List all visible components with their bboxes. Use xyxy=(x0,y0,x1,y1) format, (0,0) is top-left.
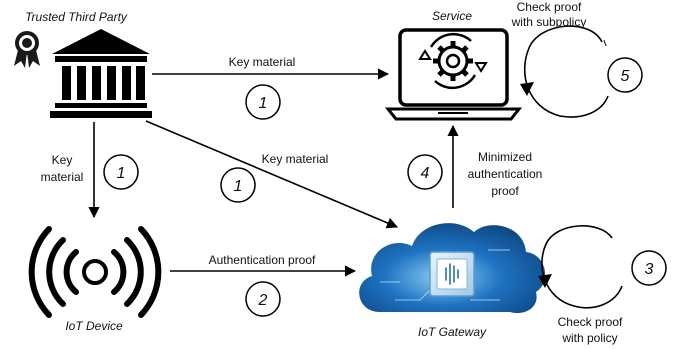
wireless-signal-icon xyxy=(28,226,162,318)
ttp-title: Trusted Third Party xyxy=(25,10,128,24)
step-1b-badge: 1 xyxy=(103,154,139,190)
device-to-gateway-label: Authentication proof xyxy=(209,253,316,267)
ttp-to-device-label-line2: material xyxy=(41,170,84,184)
service-check-label-line2: with subpolicy xyxy=(511,15,587,29)
gateway-to-service-label-line3: proof xyxy=(491,184,519,198)
gateway-check-label-line1: Check proof xyxy=(558,315,623,329)
step-1c-badge: 1 xyxy=(220,167,256,203)
step-3-number: 3 xyxy=(645,261,654,278)
step-4-number: 4 xyxy=(421,165,430,182)
ttp-to-device-label-line1: Key xyxy=(52,153,73,167)
step-1c-number: 1 xyxy=(234,178,243,195)
service-check-loop xyxy=(520,25,609,118)
step-2-badge: 2 xyxy=(245,281,281,317)
step-3-badge: 3 xyxy=(631,250,667,286)
iot-device-title: IoT Device xyxy=(65,319,123,333)
step-5-number: 5 xyxy=(621,68,630,85)
gateway-to-service-label-line1: Minimized xyxy=(478,150,532,164)
bank-building-icon xyxy=(50,29,152,118)
ttp-to-service-label: Key material xyxy=(229,55,296,69)
gateway-to-service-label-line2: authentication xyxy=(468,167,543,181)
iot-gateway-title: IoT Gateway xyxy=(418,325,487,339)
step-2-number: 2 xyxy=(258,292,268,309)
gateway-check-label-line2: with policy xyxy=(561,331,617,345)
arrow-ttp-to-gateway xyxy=(145,120,399,229)
ttp-to-gateway-label: Key material xyxy=(262,152,329,166)
service-title: Service xyxy=(432,9,472,23)
cloud-chip-icon xyxy=(359,223,546,314)
service-check-label-line1: Check proof xyxy=(517,0,582,14)
step-1a-number: 1 xyxy=(259,95,268,112)
step-1b-number: 1 xyxy=(117,165,126,182)
step-1a-badge: 1 xyxy=(245,84,281,120)
step-5-badge: 5 xyxy=(607,57,643,93)
gateway-check-loop xyxy=(538,225,623,309)
award-seal-icon xyxy=(14,31,40,68)
laptop-gear-icon xyxy=(384,28,523,121)
step-4-badge: 4 xyxy=(407,154,443,190)
